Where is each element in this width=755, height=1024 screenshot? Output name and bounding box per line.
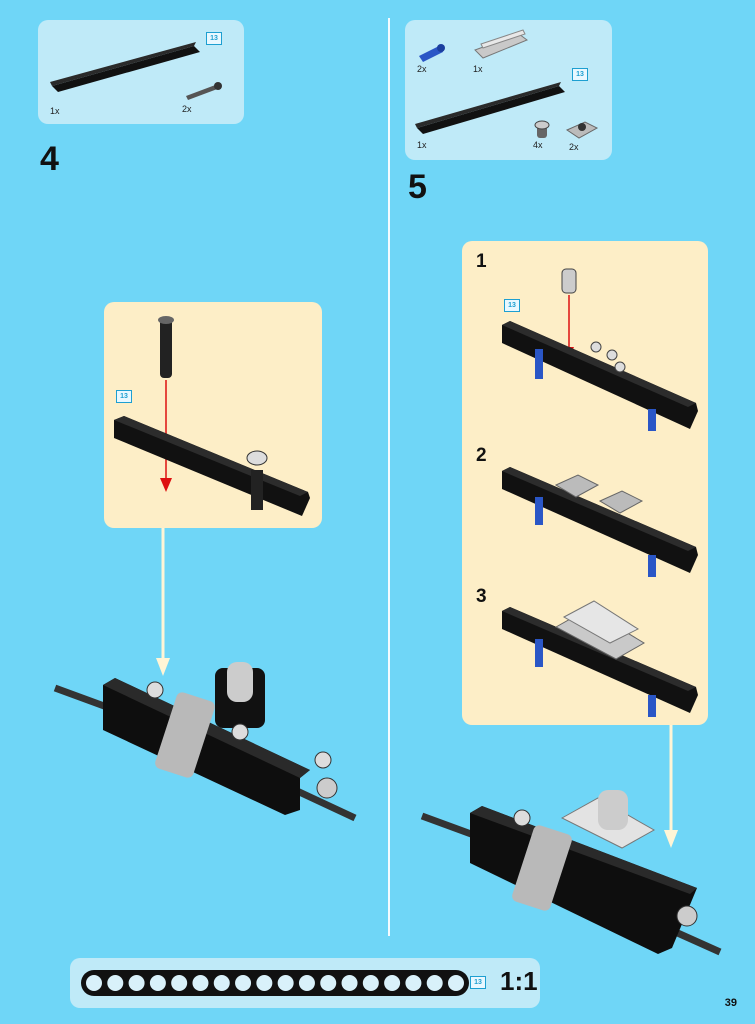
substep1-model bbox=[502, 268, 698, 431]
blue-axle-pin-icon bbox=[419, 44, 445, 62]
step-number: 5 bbox=[408, 168, 427, 206]
part-qty: 1x bbox=[50, 106, 60, 116]
substep-number: 3 bbox=[476, 586, 487, 607]
beam-hole bbox=[107, 975, 124, 991]
scale-label: 1:1 bbox=[500, 966, 538, 996]
part-length-badge: 13 bbox=[470, 976, 486, 989]
beam-13-icon bbox=[50, 42, 200, 92]
scale-panel: 13 bbox=[70, 958, 540, 1008]
beam-hole bbox=[405, 975, 422, 991]
gear-rack-icon bbox=[474, 29, 529, 59]
assembly-connector-arrow bbox=[664, 725, 678, 848]
beam-hole bbox=[213, 975, 230, 991]
beam-hole bbox=[426, 975, 443, 991]
beam-hole bbox=[298, 975, 315, 991]
beam-hole bbox=[192, 975, 209, 991]
part-length-badge: 13 bbox=[572, 68, 588, 81]
beam-hole bbox=[341, 975, 358, 991]
beam-hole bbox=[171, 975, 188, 991]
part-length-badge: 13 bbox=[206, 32, 222, 45]
part-qty: 1x bbox=[417, 140, 427, 150]
step5-parts-panel: 2x 1x 13 1x 4x 2x bbox=[405, 20, 612, 160]
beam-hole bbox=[149, 975, 166, 991]
part-qty: 4x bbox=[533, 140, 543, 150]
substep-number: 1 bbox=[476, 251, 487, 272]
substep3-model bbox=[502, 600, 698, 717]
assembly-connector-arrow bbox=[156, 528, 170, 676]
part-qty: 2x bbox=[182, 104, 192, 114]
beam-hole bbox=[128, 975, 145, 991]
beam-13-icon bbox=[415, 82, 565, 134]
part-qty: 1x bbox=[473, 64, 483, 74]
step5-assembly-model bbox=[420, 790, 722, 956]
beam-hole bbox=[235, 975, 252, 991]
pin-long-icon bbox=[186, 82, 222, 100]
page-number: 39 bbox=[724, 997, 737, 1009]
step-number: 4 bbox=[40, 140, 59, 178]
substep-number: 2 bbox=[476, 445, 487, 466]
beam-hole bbox=[320, 975, 337, 991]
step5-subassembly-panel: 1 13 2 3 bbox=[462, 241, 708, 725]
step4-assembly-model bbox=[53, 662, 357, 822]
step4-parts-panel: 13 1x 2x bbox=[38, 20, 244, 124]
step4-subassembly-panel: 13 bbox=[104, 302, 322, 528]
beam-hole bbox=[277, 975, 294, 991]
beam-hole bbox=[362, 975, 379, 991]
beam-13-scale-icon bbox=[81, 970, 469, 996]
part-qty: 2x bbox=[417, 64, 427, 74]
substep2-model bbox=[502, 467, 698, 577]
part-qty: 2x bbox=[569, 142, 579, 152]
beam-hole bbox=[86, 975, 102, 991]
column-divider bbox=[388, 18, 390, 936]
plate-with-stud-icon bbox=[565, 121, 599, 139]
beam-hole bbox=[384, 975, 401, 991]
half-pin-icon bbox=[534, 120, 550, 138]
part-length-badge: 13 bbox=[116, 390, 132, 403]
beam-hole bbox=[256, 975, 273, 991]
part-length-badge: 13 bbox=[504, 299, 520, 312]
beam-13-icon bbox=[114, 316, 310, 516]
beam-hole bbox=[448, 975, 464, 991]
